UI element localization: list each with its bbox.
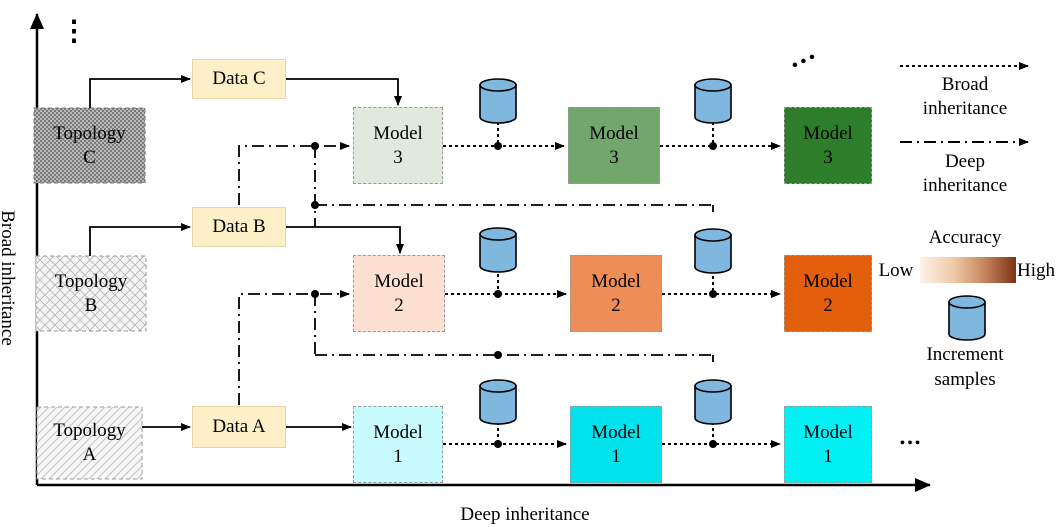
topology-c-line2: C bbox=[83, 146, 96, 168]
increment-samples-cylinder-icon bbox=[694, 379, 732, 425]
junction-dot bbox=[709, 440, 717, 448]
increment-samples-cylinder-icon bbox=[694, 228, 732, 274]
legend-broad-line1: Broad bbox=[941, 74, 989, 95]
topology-c-box: Topology C bbox=[34, 108, 145, 183]
topology-b-fill bbox=[35, 255, 147, 332]
increment-samples-cylinder-icon bbox=[694, 78, 732, 124]
model-2-step1: Model 2 bbox=[570, 255, 662, 332]
link-data-c-model-3 bbox=[286, 78, 402, 106]
model-label: Model bbox=[589, 122, 639, 144]
legend-increment-line1: Increment bbox=[926, 344, 1004, 365]
legend-increment-cylinder-icon bbox=[948, 295, 986, 341]
deep-path-data-a-to-model-2 bbox=[238, 290, 350, 405]
legend-accuracy-low: Low bbox=[878, 260, 914, 281]
topology-a-box: Topology A bbox=[37, 407, 142, 479]
topology-a-fill bbox=[36, 406, 143, 480]
accuracy-gradient-bar bbox=[920, 257, 1016, 283]
link-topology-b-data-b bbox=[89, 223, 191, 256]
model-3-step2: Model 3 bbox=[784, 107, 872, 184]
model-1-step1: Model 1 bbox=[570, 406, 662, 483]
model-label: Model bbox=[591, 421, 641, 443]
model-3-step1: Model 3 bbox=[568, 107, 660, 184]
vertical-ellipsis: ⋮ bbox=[60, 16, 88, 47]
junction-dot bbox=[494, 351, 502, 359]
junction-dot bbox=[709, 290, 717, 298]
model-number: 3 bbox=[823, 146, 833, 168]
legend-increment-line2: samples bbox=[934, 369, 996, 390]
topology-c-fill bbox=[33, 107, 146, 184]
junction-dot bbox=[311, 201, 319, 209]
junction-dot bbox=[494, 290, 502, 298]
model-number: 2 bbox=[611, 294, 621, 316]
model-label: Model bbox=[374, 270, 424, 292]
model-1-initial: Model 1 bbox=[353, 406, 443, 483]
junction-dot bbox=[494, 440, 502, 448]
increment-samples-cylinder-icon bbox=[479, 78, 517, 124]
model-label: Model bbox=[803, 270, 853, 292]
legend-deep-line1: Deep bbox=[944, 151, 986, 172]
model-number: 3 bbox=[393, 146, 403, 168]
model-label: Model bbox=[373, 421, 423, 443]
junction-dot bbox=[311, 290, 319, 298]
horizontal-ellipsis: ••• bbox=[899, 435, 923, 452]
model-number: 1 bbox=[823, 445, 833, 467]
model-number: 1 bbox=[611, 445, 621, 467]
model-1-step2: Model 1 bbox=[784, 406, 872, 483]
y-axis-label: Broad inheritance bbox=[0, 210, 18, 346]
link-data-b-model-2 bbox=[286, 226, 404, 254]
topology-a-line1: Topology bbox=[53, 420, 126, 441]
junction-dot bbox=[311, 142, 319, 150]
topology-b-line1: Topology bbox=[54, 270, 128, 292]
model-label: Model bbox=[803, 421, 853, 443]
data-b-box: Data B bbox=[192, 207, 286, 247]
topology-c-line1: Topology bbox=[53, 122, 126, 144]
model-number: 3 bbox=[609, 146, 619, 168]
x-axis-label: Deep inheritance bbox=[460, 504, 590, 525]
data-c-box: Data C bbox=[192, 59, 286, 99]
model-3-initial: Model 3 bbox=[353, 107, 443, 184]
model-2-initial: Model 2 bbox=[353, 255, 445, 332]
increment-samples-cylinder-icon bbox=[479, 379, 517, 425]
legend-accuracy-title: Accuracy bbox=[928, 227, 1002, 248]
link-topology-c-data-c bbox=[89, 75, 191, 108]
topology-a-line2: A bbox=[82, 444, 97, 465]
model-number: 2 bbox=[823, 294, 833, 316]
model-number: 2 bbox=[394, 294, 404, 316]
legend-deep-line2: inheritance bbox=[922, 175, 1008, 196]
junction-dot bbox=[709, 142, 717, 150]
topology-b-box: Topology B bbox=[36, 256, 146, 331]
model-label: Model bbox=[373, 122, 423, 144]
model-number: 1 bbox=[393, 445, 403, 467]
model-label: Model bbox=[803, 122, 853, 144]
data-a-box: Data A bbox=[192, 406, 286, 448]
legend-broad-line2: inheritance bbox=[922, 98, 1008, 119]
deep-path-data-b-to-model-3 bbox=[238, 142, 350, 205]
model-2-step2: Model 2 bbox=[784, 255, 872, 332]
junction-dot bbox=[494, 142, 502, 150]
increment-samples-cylinder-icon bbox=[479, 227, 517, 273]
legend-accuracy-high: High bbox=[1017, 260, 1055, 281]
topology-b-line2: B bbox=[84, 294, 98, 316]
model-label: Model bbox=[591, 270, 641, 292]
